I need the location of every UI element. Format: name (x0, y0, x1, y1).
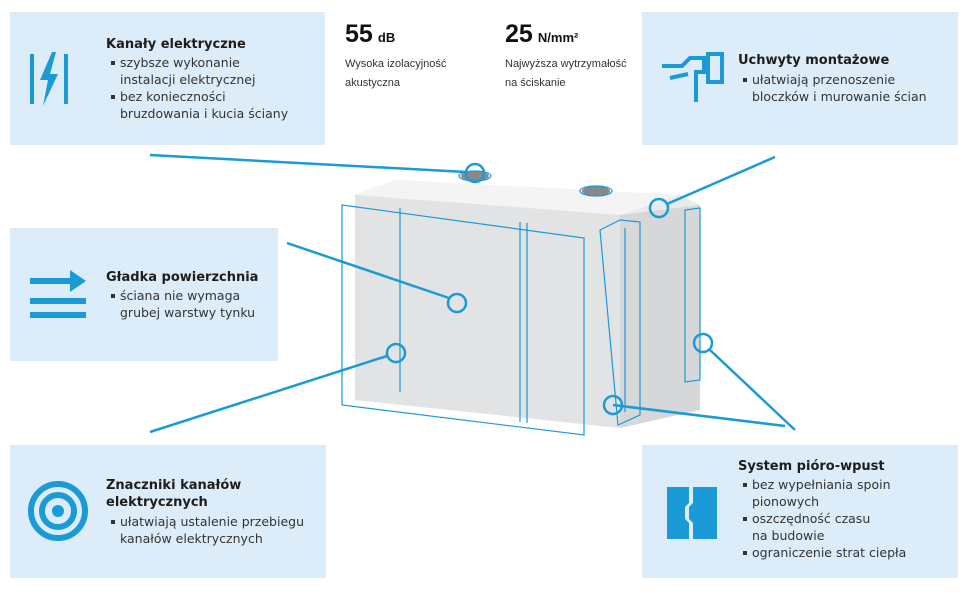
list-item: ułatwiają przenoszenie bloczków i murowan… (742, 71, 927, 105)
feature-list: szybsze wykonanie instalacji elektrycznej… (110, 54, 288, 122)
line: instalacji elektrycznej (120, 72, 256, 87)
line: na budowie (752, 528, 825, 543)
callout-line (286, 241, 450, 300)
feature-list: ułatwiają ustalenie przebiegu kanałów ele… (110, 513, 304, 547)
line: Wysoka izolacyjność (345, 58, 447, 70)
feature-panel-electric-channels: Kanały elektryczne szybsze wykonanie inst… (10, 12, 325, 145)
stat-desc: Najwyższa wytrzymałość na ściskanie (505, 55, 627, 93)
feature-panel-tongue-groove: System pióro-wpust bez wypełniania spoin… (642, 445, 958, 578)
list-item: bez wypełniania spoin pionowych (742, 476, 906, 510)
hand-grip-icon (662, 52, 724, 102)
stat-desc: Wysoka izolacyjność akustyczna (345, 55, 446, 93)
stat-acoustic: 55 dB Wysoka izolacyjność akustyczna (345, 20, 446, 93)
smooth-surface-arrow-icon (30, 270, 86, 318)
feature-title: Uchwyty montażowe (738, 53, 890, 68)
feature-panel-smooth-surface: Gładka powierzchnia ściana nie wymaga gru… (10, 228, 278, 361)
callout-marker (446, 292, 468, 314)
list-item: ograniczenie strat ciepła (742, 544, 906, 561)
feature-title: Kanały elektryczne (106, 37, 246, 52)
list-item: bez konieczności bruzdowania i kucia ścia… (110, 88, 288, 122)
feature-list: bez wypełniania spoin pionowych oszczędno… (742, 476, 906, 561)
line: ograniczenie strat ciepła (752, 545, 907, 560)
line: akustyczna (345, 77, 401, 89)
line: bruzdowania i kucia ściany (120, 106, 289, 121)
feature-title: System pióro-wpust (738, 459, 885, 474)
block-outline (341, 170, 701, 436)
line: bez wypełniania spoin (752, 477, 891, 492)
line: ułatwiają przenoszenie (752, 72, 896, 87)
callout-line (149, 354, 388, 434)
feature-title: Znaczniki kanałów (106, 478, 242, 493)
callout-line (666, 155, 776, 206)
callout-marker (692, 332, 714, 354)
callout-marker (464, 162, 486, 184)
feature-list: ściana nie wymaga grubej warstwy tynku (110, 287, 255, 321)
line: szybsze wykonanie (120, 55, 240, 70)
electric-channel-icon (30, 52, 68, 106)
callout-line (709, 349, 796, 431)
line: na ściskanie (505, 77, 566, 89)
callout-lines (149, 153, 796, 434)
target-marker-icon (28, 481, 88, 541)
line: oszczędność czasu (752, 511, 871, 526)
callout-marker (385, 342, 407, 364)
feature-panel-grips: Uchwyty montażowe ułatwiają przenoszenie… (642, 12, 958, 145)
list-item: ściana nie wymaga grubej warstwy tynku (110, 287, 255, 321)
feature-panel-markers: Znaczniki kanałów elektrycznych ułatwiaj… (10, 445, 326, 578)
line: ściana nie wymaga (120, 288, 241, 303)
callout-marker (602, 394, 624, 416)
list-item: oszczędność czasu na budowie (742, 510, 906, 544)
callout-line (612, 403, 786, 428)
tongue-groove-icon (667, 487, 717, 539)
feature-title: Gładka powierzchnia (106, 270, 259, 285)
line: Najwyższa wytrzymałość (505, 58, 627, 70)
line: pionowych (752, 494, 820, 509)
feature-title-line2: elektrycznych (106, 495, 208, 510)
stat-strength: 25 N/mm² Najwyższa wytrzymałość na ściska… (505, 20, 627, 93)
stat-value: 25 (505, 20, 533, 48)
line: ułatwiają ustalenie przebiegu (120, 514, 304, 529)
line: kanałów elektrycznych (120, 531, 263, 546)
list-item: ułatwiają ustalenie przebiegu kanałów ele… (110, 513, 304, 547)
callout-line (149, 153, 467, 174)
callout-marker (648, 197, 670, 219)
line: bloczków i murowanie ścian (752, 89, 927, 104)
stat-unit: dB (377, 30, 396, 45)
list-item: szybsze wykonanie instalacji elektrycznej (110, 54, 288, 88)
feature-list: ułatwiają przenoszenie bloczków i murowan… (742, 71, 927, 105)
stat-unit: N/mm² (537, 30, 579, 45)
stat-value: 55 (345, 20, 373, 48)
line: bez konieczności (120, 89, 226, 104)
line: grubej warstwy tynku (120, 305, 256, 320)
